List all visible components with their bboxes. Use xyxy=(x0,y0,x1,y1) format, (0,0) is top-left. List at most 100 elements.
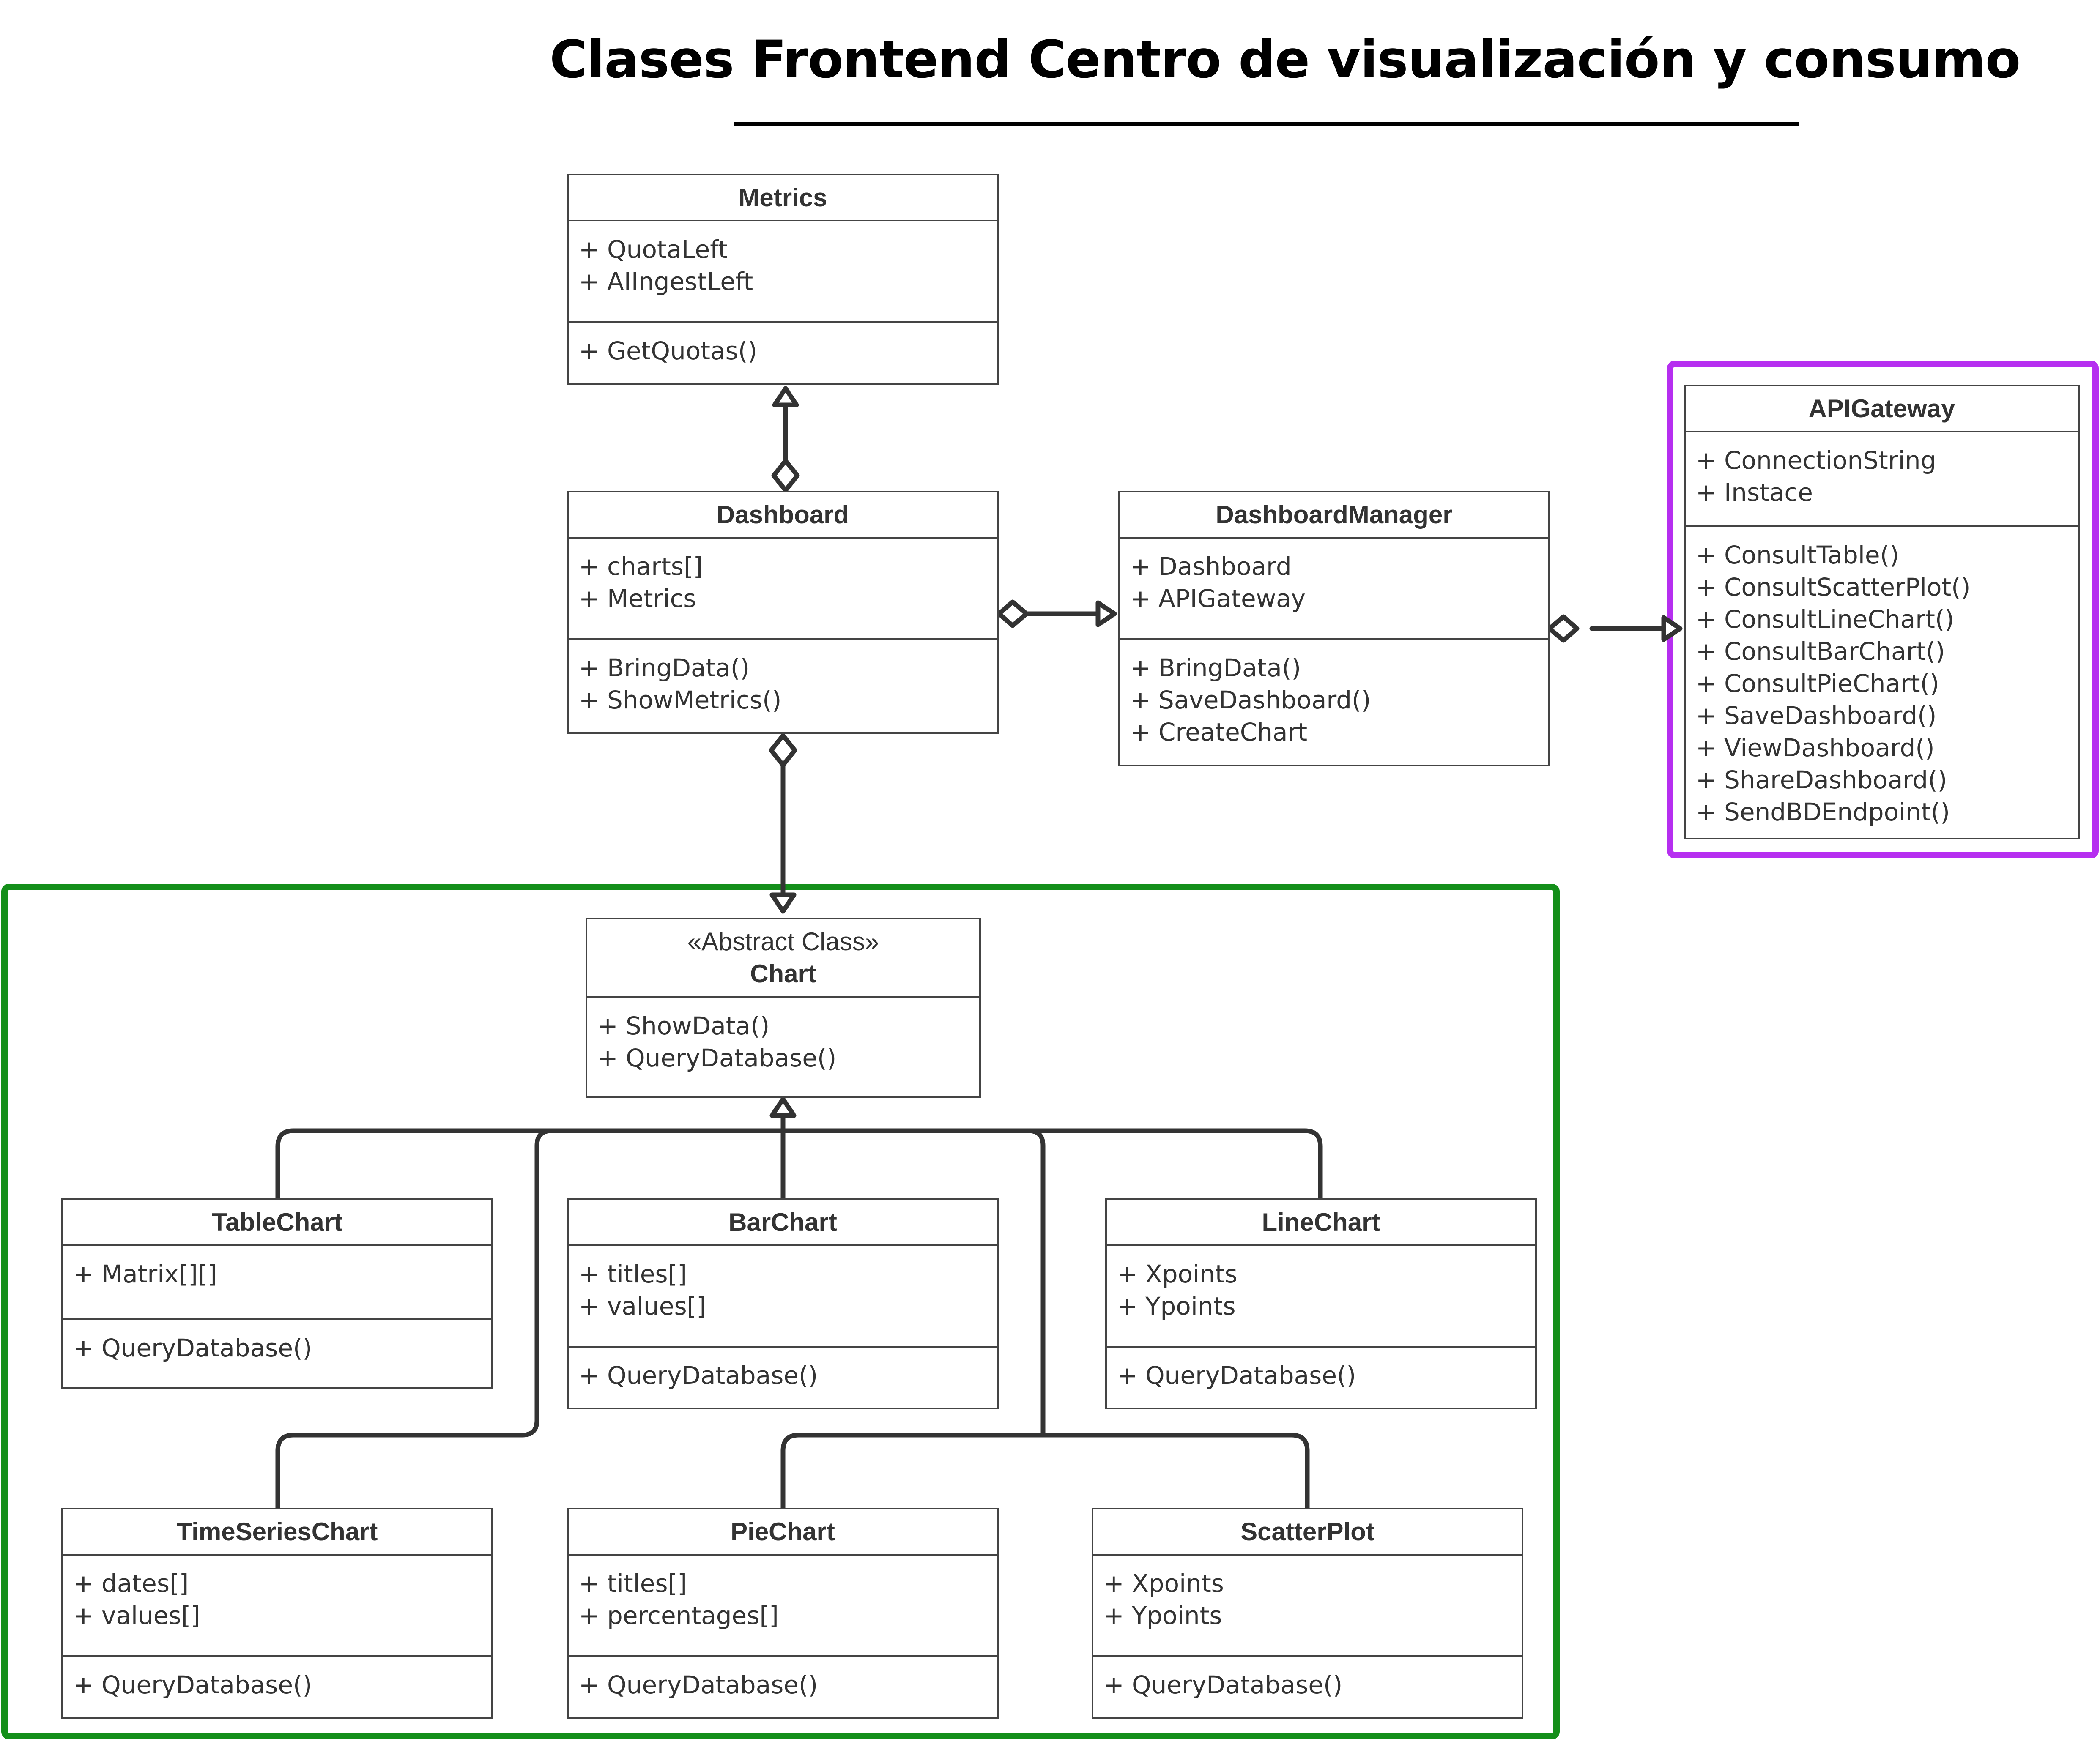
aggregation-diamond xyxy=(769,733,797,768)
attributes-section: + ConnectionString + Instace xyxy=(1686,432,2078,525)
method: + QueryDatabase() xyxy=(579,1670,818,1699)
method: + ConsultLineChart() xyxy=(1696,605,1955,634)
aggregation-diamond xyxy=(997,599,1029,628)
class-name: BarChart xyxy=(569,1200,997,1246)
class-header: «Abstract Class» Chart xyxy=(587,919,979,998)
method: + ConsultScatterPlot() xyxy=(1696,573,1971,601)
methods-section: + QueryDatabase() xyxy=(569,1655,997,1709)
method: + CreateChart xyxy=(1130,718,1308,746)
attribute: + QuotaLeft xyxy=(579,235,728,264)
method: + ViewDashboard() xyxy=(1696,733,1935,762)
class-name: PieChart xyxy=(569,1509,997,1556)
class-pie-chart[interactable]: PieChart + titles[] + percentages[] + Qu… xyxy=(567,1508,999,1719)
method: + QueryDatabase() xyxy=(1103,1670,1343,1699)
method: + QueryDatabase() xyxy=(579,1361,818,1390)
class-dashboard[interactable]: Dashboard + charts[] + Metrics + BringDa… xyxy=(567,491,999,734)
attributes-section: + titles[] + percentages[] xyxy=(569,1556,997,1655)
class-api-gateway[interactable]: APIGateway + ConnectionString + Instace … xyxy=(1684,385,2080,839)
class-scatter-plot[interactable]: ScatterPlot + Xpoints + Ypoints + QueryD… xyxy=(1092,1508,1523,1719)
methods-section: + BringData() + ShowMetrics() xyxy=(569,638,997,724)
attribute: + Metrics xyxy=(579,584,696,613)
methods-section: + ConsultTable() + ConsultScatterPlot() … xyxy=(1686,525,2078,837)
attribute: + AIIngestLeft xyxy=(579,267,753,296)
method: + SaveDashboard() xyxy=(1696,701,1937,730)
class-name: TimeSeriesChart xyxy=(63,1509,491,1556)
methods-section: + QueryDatabase() xyxy=(63,1318,491,1372)
inheritance-to-pie-scatter xyxy=(780,1433,1310,1510)
methods-section: + QueryDatabase() xyxy=(569,1346,997,1400)
inheritance-bar xyxy=(275,1128,1323,1201)
aggregation-diamond xyxy=(1547,614,1580,643)
attribute: + dates[] xyxy=(73,1569,189,1598)
class-metrics[interactable]: Metrics + QuotaLeft + AIIngestLeft + Get… xyxy=(567,174,999,385)
method: + ConsultTable() xyxy=(1696,541,1899,569)
class-name: ScatterPlot xyxy=(1093,1509,1522,1556)
attribute: + titles[] xyxy=(579,1569,687,1598)
method: + SaveDashboard() xyxy=(1130,686,1371,714)
attribute: + APIGateway xyxy=(1130,584,1306,613)
class-dashboard-manager[interactable]: DashboardManager + Dashboard + APIGatewa… xyxy=(1118,491,1550,766)
class-name: Metrics xyxy=(569,175,997,221)
class-table-chart[interactable]: TableChart + Matrix[][] + QueryDatabase(… xyxy=(61,1198,493,1389)
aggregation-diamond xyxy=(771,458,800,493)
attributes-section: + titles[] + values[] xyxy=(569,1246,997,1346)
attribute: + ConnectionString xyxy=(1696,446,1936,475)
method: + BringData() xyxy=(1130,653,1301,682)
attributes-section: + Matrix[][] xyxy=(63,1246,491,1318)
method: + ShowMetrics() xyxy=(579,686,782,714)
attribute: + Xpoints xyxy=(1103,1569,1224,1598)
attribute: + Ypoints xyxy=(1117,1292,1236,1321)
attribute: + titles[] xyxy=(579,1260,687,1288)
methods-section: + QueryDatabase() xyxy=(1107,1346,1535,1400)
stereotype-label: «Abstract Class» xyxy=(687,927,879,956)
attribute: + charts[] xyxy=(579,552,703,581)
method: + BringData() xyxy=(579,653,750,682)
methods-section: + GetQuotas() xyxy=(569,321,997,375)
methods-section: + QueryDatabase() xyxy=(1093,1655,1522,1709)
attribute: + Xpoints xyxy=(1117,1260,1238,1288)
class-line-chart[interactable]: LineChart + Xpoints + Ypoints + QueryDat… xyxy=(1105,1198,1537,1409)
api-gateway-highlight-frame xyxy=(1667,361,2099,858)
attribute: + Ypoints xyxy=(1103,1601,1222,1630)
open-arrow-head xyxy=(772,386,799,407)
attributes-section: + QuotaLeft + AIIngestLeft xyxy=(569,221,997,321)
open-arrow-head xyxy=(1095,600,1117,627)
diagram-title: Clases Frontend Centro de visualización … xyxy=(550,30,2021,90)
method: + QueryDatabase() xyxy=(597,1044,837,1072)
charts-group-frame xyxy=(1,884,1560,1739)
attribute: + percentages[] xyxy=(579,1601,779,1630)
title-underline xyxy=(734,122,1799,126)
class-name: APIGateway xyxy=(1686,386,2078,432)
attributes-section: + Xpoints + Ypoints xyxy=(1107,1246,1535,1346)
class-name: LineChart xyxy=(1107,1200,1535,1246)
attribute: + values[] xyxy=(579,1292,706,1321)
attributes-section: + charts[] + Metrics xyxy=(569,539,997,638)
open-arrow-head xyxy=(769,892,797,914)
method: + ConsultBarChart() xyxy=(1696,637,1945,666)
class-name: Chart xyxy=(750,960,816,988)
class-bar-chart[interactable]: BarChart + titles[] + values[] + QueryDa… xyxy=(567,1198,999,1409)
method: + SendBDEndpoint() xyxy=(1696,798,1950,826)
method: + QueryDatabase() xyxy=(73,1334,312,1362)
inheritance-arrow-head xyxy=(769,1096,797,1118)
attributes-section: + dates[] + values[] xyxy=(63,1556,491,1655)
attribute: + Dashboard xyxy=(1130,552,1292,581)
method: + QueryDatabase() xyxy=(1117,1361,1356,1390)
inheritance-to-timeseries xyxy=(275,1128,554,1510)
attribute: + values[] xyxy=(73,1601,200,1630)
open-arrow-head xyxy=(1661,615,1683,642)
method: + QueryDatabase() xyxy=(73,1670,312,1699)
attribute: + Matrix[][] xyxy=(73,1260,217,1288)
class-name: TableChart xyxy=(63,1200,491,1246)
class-name: Dashboard xyxy=(569,492,997,539)
method: + ConsultPieChart() xyxy=(1696,669,1939,698)
attribute: + Instace xyxy=(1696,478,1813,507)
method: + ShowData() xyxy=(597,1012,770,1040)
class-chart[interactable]: «Abstract Class» Chart + ShowData() + Qu… xyxy=(586,918,981,1098)
class-name: DashboardManager xyxy=(1120,492,1548,539)
attributes-section: + Xpoints + Ypoints xyxy=(1093,1556,1522,1655)
class-time-series-chart[interactable]: TimeSeriesChart + dates[] + values[] + Q… xyxy=(61,1508,493,1719)
methods-section: + QueryDatabase() xyxy=(63,1655,491,1709)
methods-section: + BringData() + SaveDashboard() + Create… xyxy=(1120,638,1548,757)
